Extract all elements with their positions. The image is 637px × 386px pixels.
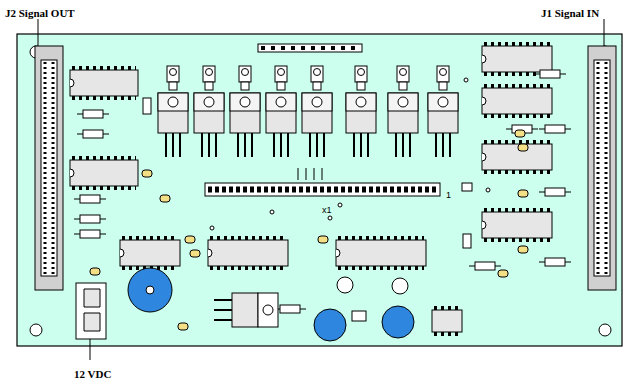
- label-holder: 12 VDC: [74, 364, 111, 382]
- part-label: x1: [322, 205, 332, 215]
- power-label: 12 VDC: [74, 368, 111, 380]
- label-holder: 1: [446, 184, 451, 202]
- connector-label: J1 Signal IN: [541, 7, 599, 19]
- label-holder: J2 Signal OUT: [5, 3, 75, 21]
- pin-number: 1: [446, 190, 451, 200]
- connector-label: J2 Signal OUT: [5, 7, 75, 19]
- label-holder: x1: [322, 199, 332, 217]
- label-holder: J1 Signal IN: [541, 3, 599, 21]
